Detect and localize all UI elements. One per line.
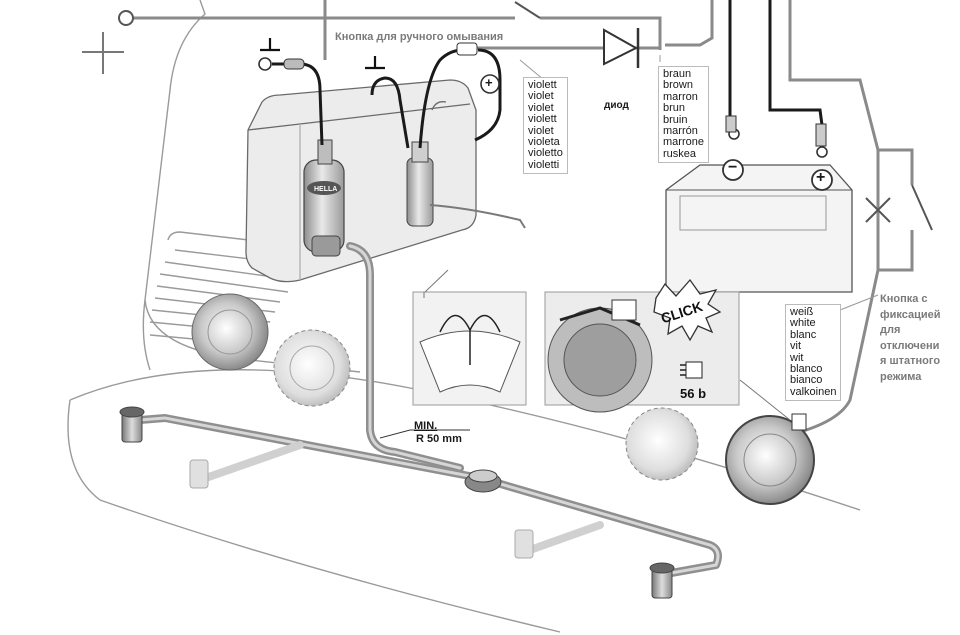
fuse-holder xyxy=(456,42,478,56)
brown-wire-label: braun brown marron brun bruin marrón mar… xyxy=(658,66,709,164)
diode-label: диод xyxy=(604,100,629,111)
wire-color-text: violet xyxy=(528,101,554,114)
wire-color-text: brun xyxy=(663,102,686,115)
wire-color-text: violett xyxy=(528,113,557,126)
black-wires xyxy=(272,0,824,149)
wire-color-text: white xyxy=(790,317,816,330)
latching-button-line: отключени xyxy=(880,339,940,352)
wire-color-text: bruin xyxy=(663,113,688,126)
wire-color-text: violet xyxy=(528,90,554,103)
diode xyxy=(560,28,660,68)
wire-color-text: violetti xyxy=(528,158,560,171)
ground-symbols xyxy=(260,38,385,70)
level-sensor xyxy=(406,141,526,229)
min-radius-label: MIN. xyxy=(414,420,438,432)
wire-color-text: weiß xyxy=(790,306,814,318)
manual-wash-switch xyxy=(118,1,541,26)
plus-terminal-mark xyxy=(82,32,124,74)
wire-color-text: valkoinen xyxy=(790,385,837,398)
wire-color-text: marrón xyxy=(663,125,698,138)
wire-color-text: marron xyxy=(663,90,698,103)
white-wire-label: weiß white blanc vit wit blanco bianco v… xyxy=(785,304,842,402)
wire-color-text: blanc xyxy=(790,328,817,341)
wire-color-text: bianco xyxy=(790,374,823,387)
wire-color-text: violetto xyxy=(528,147,563,160)
spray-detail-panel xyxy=(412,269,527,406)
connector-detail-panel xyxy=(544,278,791,421)
battery-lug-plus xyxy=(815,123,827,147)
headlamps xyxy=(191,293,815,505)
wire-color-text: brown xyxy=(663,79,693,92)
latching-button-label: Кнопка с фиксацией для отключени я штатн… xyxy=(880,292,941,385)
battery-minus-label: − xyxy=(728,159,738,176)
wire-color-text: violet xyxy=(528,124,554,137)
faded-hoses xyxy=(196,441,604,554)
wire-color-text: vit xyxy=(790,340,801,353)
wire-color-text: marrone xyxy=(663,136,704,149)
latching-button-line: для xyxy=(880,324,901,336)
lamp-code-label: 56 b xyxy=(680,386,706,401)
wire-color-text: wit xyxy=(790,351,804,364)
latching-switch xyxy=(865,184,933,231)
latching-button-line: режима xyxy=(880,370,922,383)
radius-leader xyxy=(379,429,470,439)
violet-wire-label: violett violet violet violett violet vio… xyxy=(523,77,568,175)
sensor-plus-label: + xyxy=(485,75,493,90)
manual-wash-button-label: Кнопка для ручного омывания xyxy=(335,31,504,43)
wire-color-text: blanco xyxy=(790,363,823,376)
wire-connector xyxy=(283,58,305,70)
label-leaders xyxy=(519,55,879,311)
latching-button-line: я штатного xyxy=(880,355,941,367)
wire-color-text: violett xyxy=(528,79,557,91)
radius-value-label: R 50 mm xyxy=(416,433,462,445)
battery xyxy=(665,159,853,293)
battery-plus-label: + xyxy=(816,169,826,186)
washer-hoses-inner xyxy=(138,244,720,577)
latching-button-line: Кнопка с xyxy=(880,293,928,305)
control-wires xyxy=(133,0,914,434)
pump-brand: HELLA xyxy=(314,186,337,193)
latching-button-line: фиксацией xyxy=(880,308,941,321)
battery-lug-minus xyxy=(725,115,737,133)
wire-color-text: braun xyxy=(663,68,692,80)
wire-color-text: violeta xyxy=(528,136,560,149)
plus-circle-icon xyxy=(480,74,500,94)
wire-color-text: ruskea xyxy=(663,147,697,160)
washer-pump xyxy=(303,139,345,257)
washer-nozzles xyxy=(119,406,675,599)
